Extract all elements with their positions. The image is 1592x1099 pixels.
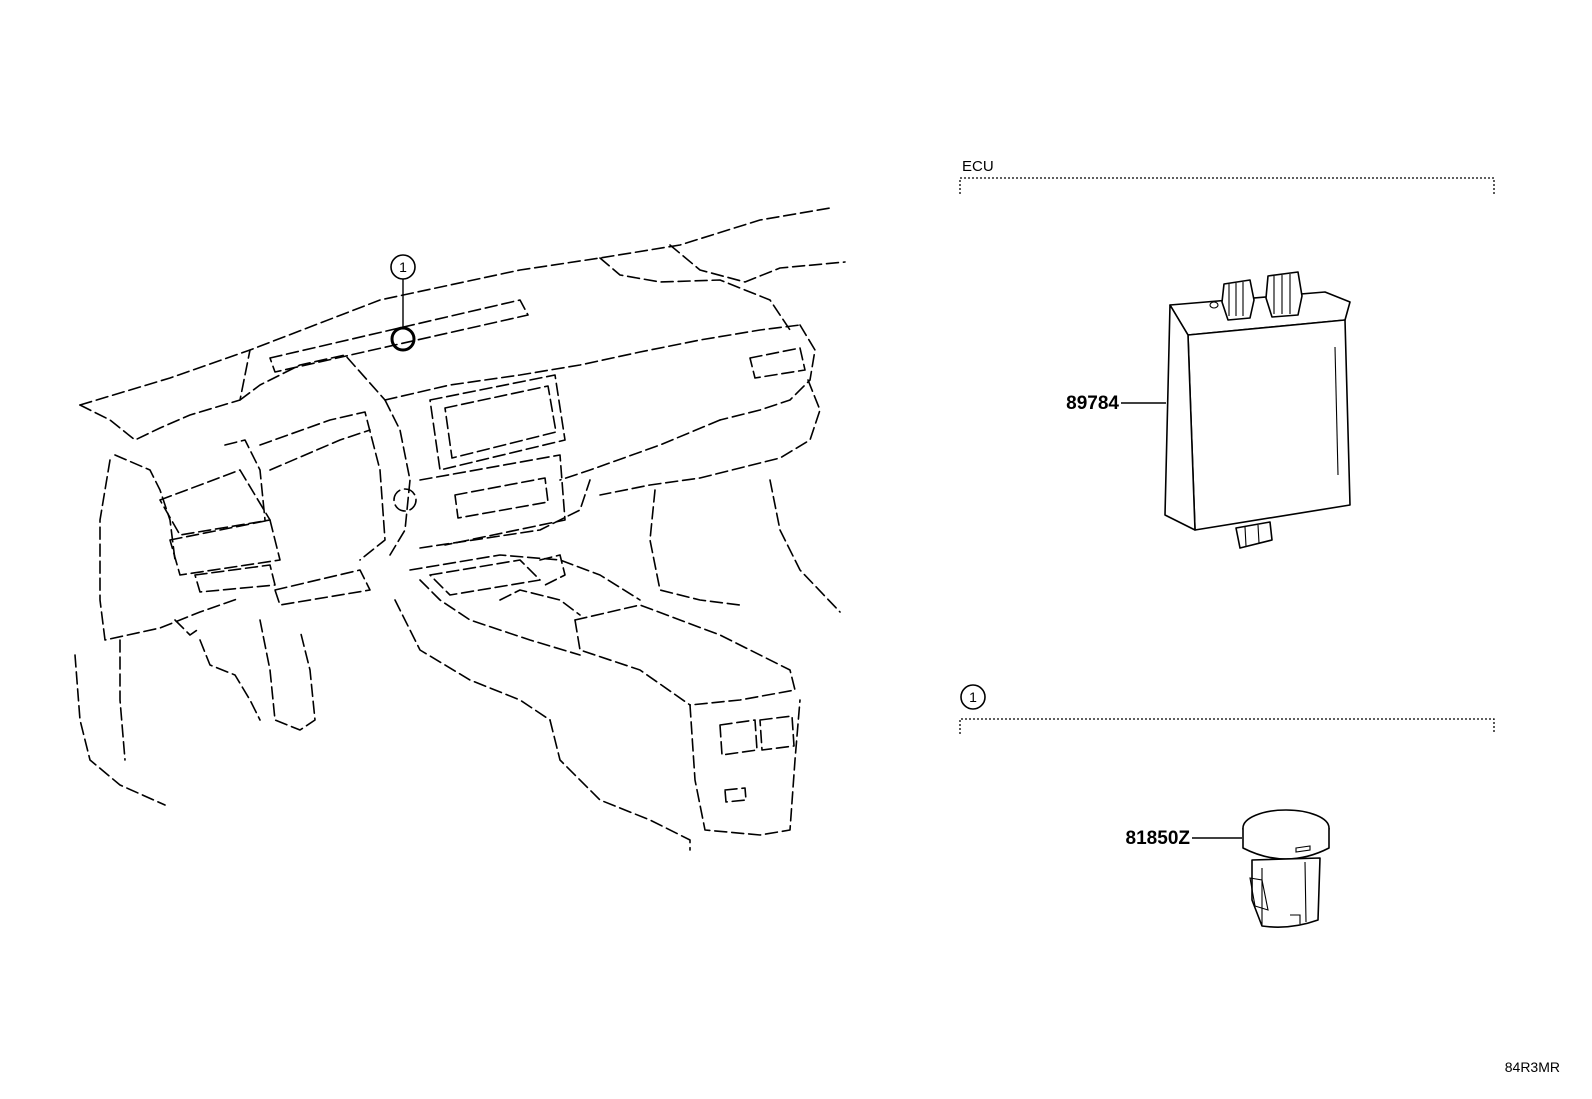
dashboard-illustration [74, 207, 846, 851]
ecu-group-label: ECU [962, 158, 994, 175]
location-callout-number: 1 [399, 259, 407, 275]
sensor-location-marker [390, 326, 416, 352]
part-number-81850Z: 81850Z [1126, 828, 1191, 849]
part-number-89784: 89784 [1066, 393, 1119, 414]
diagram-code: 84R3MR [1505, 1059, 1560, 1075]
sensor-group: 1 [959, 684, 1495, 734]
part-89784-callout: 89784 [1066, 393, 1166, 414]
part-81850Z-callout: 81850Z [1126, 828, 1242, 849]
ecu-group: ECU [959, 158, 1495, 194]
location-callout-1: 1 [390, 254, 416, 352]
sensor-icon [1242, 809, 1330, 928]
sensor-group-number: 1 [969, 689, 977, 705]
ecu-module-icon [1164, 271, 1351, 549]
